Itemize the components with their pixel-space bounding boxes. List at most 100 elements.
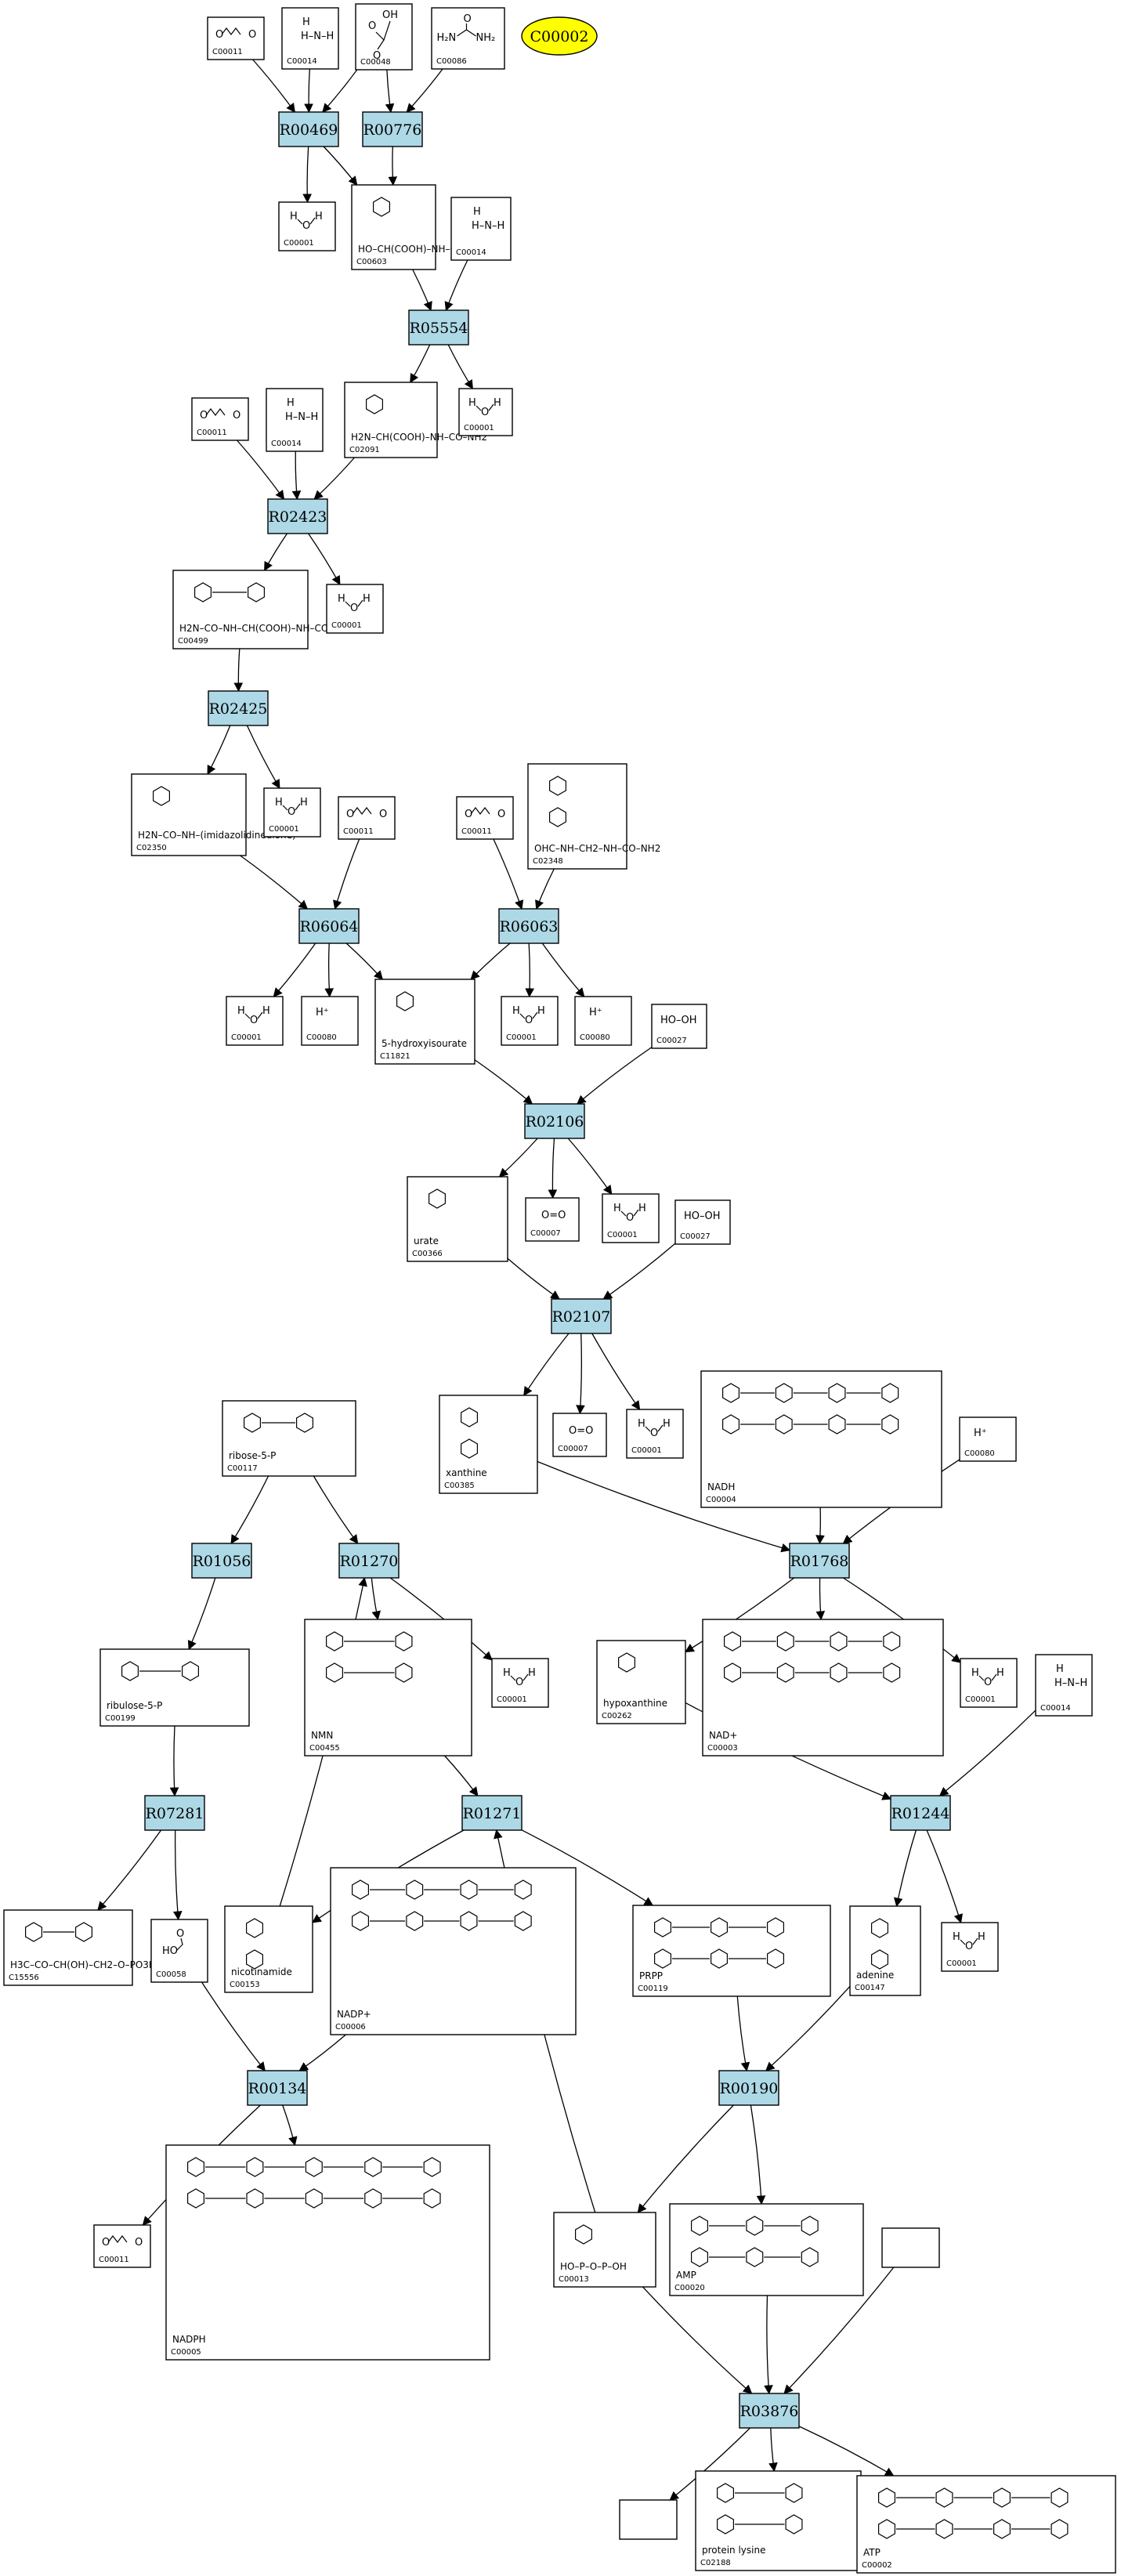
svg-text:O: O: [626, 1212, 634, 1224]
reaction-R00134[interactable]: R00134: [247, 2070, 308, 2106]
reaction-label: R01270: [340, 1553, 399, 1570]
edge-n18-R06063: [535, 868, 555, 910]
target-compound-ellipse[interactable]: C00002: [521, 16, 598, 56]
reaction-R00190[interactable]: R00190: [718, 2070, 779, 2106]
edge-R02107-n31: [576, 1333, 585, 1415]
reaction-R02423[interactable]: R02423: [267, 498, 328, 534]
compound-n45[interactable]: NADP+C00006: [330, 1867, 577, 2035]
compound-id-label: C00058: [156, 1970, 186, 1979]
compound-id-label: C00014: [1040, 1704, 1071, 1713]
edge-n41-R01244: [938, 1709, 1036, 1796]
edge-R00469-n6: [323, 146, 358, 186]
reaction-R03876[interactable]: R03876: [739, 2393, 800, 2429]
reaction-R02106[interactable]: R02106: [524, 1103, 585, 1139]
edge-n51-R03876: [642, 2286, 753, 2394]
compound-n53[interactable]: [881, 2227, 940, 2268]
reaction-label: R01244: [891, 1805, 950, 1822]
svg-text:O: O: [135, 2237, 143, 2249]
compound-n34[interactable]: H⁺C00080: [959, 1416, 1017, 1462]
reaction-R02107[interactable]: R02107: [551, 1298, 612, 1334]
reaction-R06064[interactable]: R06064: [298, 908, 360, 944]
compound-n54[interactable]: [619, 2499, 678, 2540]
reaction-R01270[interactable]: R01270: [338, 1543, 400, 1579]
compound-formula: NMN: [311, 1730, 333, 1741]
reaction-R00776[interactable]: R00776: [362, 111, 423, 147]
reaction-R02425[interactable]: R02425: [208, 690, 269, 726]
reaction-R07281[interactable]: R07281: [144, 1795, 205, 1831]
reaction-R06063[interactable]: R06063: [498, 908, 559, 944]
reaction-R01056[interactable]: R01056: [191, 1543, 252, 1579]
compound-formula: adenine: [856, 1970, 894, 1981]
compound-n23[interactable]: H⁺C00080: [574, 996, 632, 1046]
edge-n35-R07281: [169, 1725, 179, 1797]
svg-text:H: H: [494, 397, 501, 409]
edge-R06063-n23: [541, 942, 585, 997]
reaction-R01768[interactable]: R01768: [789, 1543, 850, 1579]
reaction-label: R01768: [790, 1553, 849, 1570]
compound-id-label: C00001: [607, 1231, 638, 1239]
compound-formula: xanthine: [446, 1467, 487, 1478]
compound-formula: HO–P–O–P–OH: [560, 2261, 627, 2272]
edge-R02425-n15: [246, 725, 280, 790]
edge-R07281-n43: [172, 1829, 183, 1921]
compound-n14[interactable]: H2N–CO–NH–(imidazolidinedione)C02350: [131, 773, 296, 856]
edge-R01270-n37: [389, 1577, 493, 1661]
reaction-R05554[interactable]: R05554: [408, 309, 469, 346]
edge-n47-R00190: [765, 1985, 851, 2071]
reaction-R01244[interactable]: R01244: [890, 1795, 951, 1831]
edge-R02423-n12: [264, 533, 288, 572]
compound-id-label: C00385: [444, 1482, 475, 1490]
reaction-R01271[interactable]: R01271: [461, 1795, 523, 1831]
compound-n20[interactable]: H⁺C00080: [301, 996, 359, 1046]
reaction-R00469[interactable]: R00469: [278, 111, 339, 147]
compound-n39[interactable]: NAD+C00003: [702, 1619, 944, 1757]
